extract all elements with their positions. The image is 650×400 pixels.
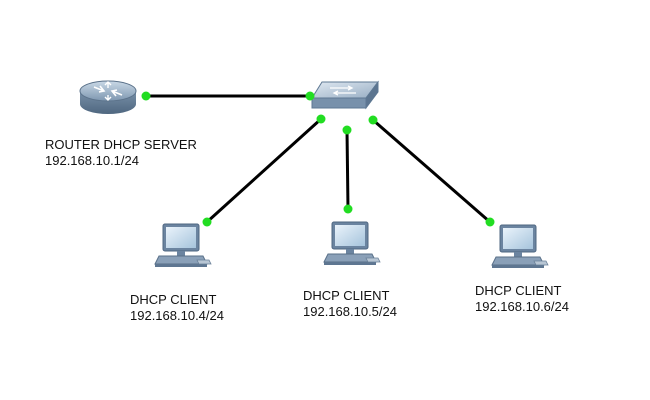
client-name: DHCP CLIENT: [303, 288, 390, 303]
router-ip: 192.168.10.1/24: [45, 153, 139, 168]
port-indicator: [342, 125, 352, 135]
link-switch-client-1: [205, 117, 323, 224]
link-switch-client-2: [345, 129, 350, 210]
link-switch-client-3: [372, 118, 491, 224]
router-icon[interactable]: [79, 80, 137, 114]
links: [146, 94, 491, 224]
port-indicator: [141, 91, 151, 101]
router-label: ROUTER DHCP SERVER 192.168.10.1/24: [45, 137, 197, 169]
client-ip: 192.168.10.5/24: [303, 304, 397, 319]
port-indicator: [343, 204, 353, 214]
client-label-3: DHCP CLIENT 192.168.10.6/24: [475, 283, 569, 315]
router-name: ROUTER DHCP SERVER: [45, 137, 197, 152]
port-indicator: [368, 115, 378, 125]
pc-icon[interactable]: [154, 223, 212, 267]
client-name: DHCP CLIENT: [130, 292, 217, 307]
client-ip: 192.168.10.4/24: [130, 308, 224, 323]
client-label-2: DHCP CLIENT 192.168.10.5/24: [303, 288, 397, 320]
port-indicator: [202, 217, 212, 227]
port-indicator: [305, 91, 315, 101]
switch-icon[interactable]: [311, 80, 379, 110]
client-name: DHCP CLIENT: [475, 283, 562, 298]
port-indicator: [485, 217, 495, 227]
client-label-1: DHCP CLIENT 192.168.10.4/24: [130, 292, 224, 324]
pc-icon[interactable]: [323, 221, 381, 265]
client-ip: 192.168.10.6/24: [475, 299, 569, 314]
pc-icon[interactable]: [491, 224, 549, 268]
port-indicator: [316, 114, 326, 124]
port-indicators: [141, 91, 495, 227]
